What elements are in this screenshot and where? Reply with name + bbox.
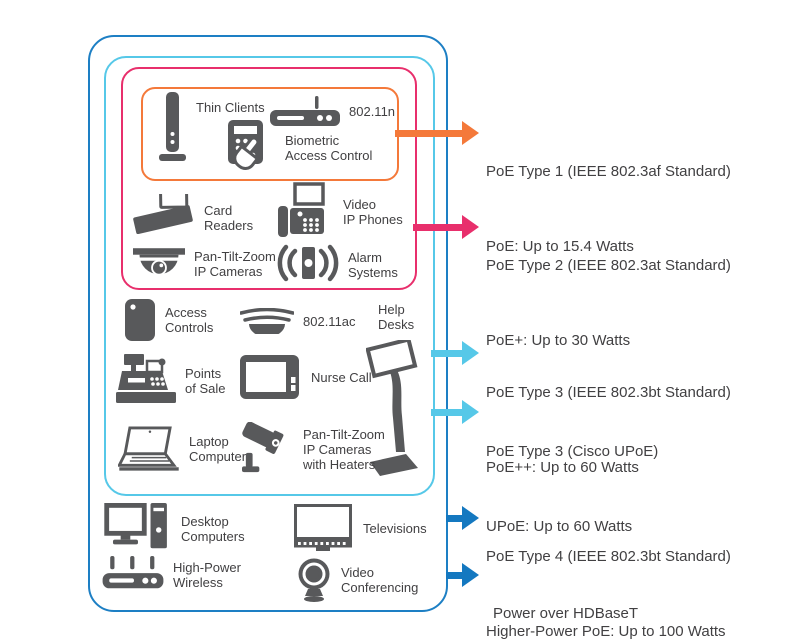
poe-label-title: PoE Type 3 (IEEE 802.3bt Standard) xyxy=(486,384,731,401)
device-label: 802.11ac xyxy=(303,313,356,329)
wireless-access-point-icon xyxy=(240,308,294,334)
cash-register-icon xyxy=(116,354,176,403)
poe-type3-upoe-label: PoE Type 3 (Cisco UPoE) UPoE: Up to 60 W… xyxy=(486,389,658,589)
arrow-head-icon xyxy=(462,563,479,587)
biometric-keypad-icon xyxy=(228,120,263,170)
access-panel-icon xyxy=(125,299,155,341)
device-video-ip-phones: Video IP Phones xyxy=(278,182,403,242)
poe-label-detail: PoE+: Up to 30 Watts xyxy=(486,332,631,349)
poe-type3-upoe-arrow xyxy=(431,400,479,424)
poe-type3-zone-box xyxy=(104,56,435,496)
poe-label-title: PoE Type 2 (IEEE 802.3at Standard) xyxy=(486,257,731,274)
device-points-of-sale: Points of Sale xyxy=(116,354,225,408)
poe-type4-arrow xyxy=(446,506,479,530)
help-desk-kiosk-icon xyxy=(366,340,418,476)
device-label: Points of Sale xyxy=(185,366,226,396)
poe-label-title: Power over HDBaseT xyxy=(493,605,639,622)
poe-type4-label: PoE Type 4 (IEEE 802.3bt Standard) Highe… xyxy=(486,494,731,644)
device-thin-clients: Thin Clients xyxy=(158,92,265,168)
webcam-icon xyxy=(298,558,330,602)
device-label: Video IP Phones xyxy=(343,197,403,227)
device-nurse-call: Nurse Call xyxy=(240,354,372,400)
device-televisions: Televisions xyxy=(294,504,427,552)
device-label: Televisions xyxy=(363,520,427,536)
device-card-readers: Card Readers xyxy=(133,194,253,242)
poe-label-title: PoE Type 1 (IEEE 802.3af Standard) xyxy=(486,163,731,180)
poe-label-detail: PoE++: Up to 60 Watts xyxy=(486,459,639,476)
device-label: Nurse Call xyxy=(311,369,372,385)
poe-type4-zone-box xyxy=(88,35,448,612)
device-label: Alarm Systems xyxy=(348,250,398,280)
device-label: Card Readers xyxy=(204,203,254,233)
poe-label-title: PoE Type 3 (Cisco UPoE) xyxy=(486,443,659,460)
arrow-head-icon xyxy=(462,121,479,145)
poe-type3-label: PoE Type 3 (IEEE 802.3bt Standard) PoE++… xyxy=(486,330,731,530)
laptop-icon xyxy=(118,426,179,471)
device-access-controls: Access Controls xyxy=(124,298,213,342)
device-label: Thin Clients xyxy=(196,100,265,115)
poe-type1-label: PoE Type 1 (IEEE 802.3af Standard) PoE: … xyxy=(486,109,731,309)
device-label: Video Conferencing xyxy=(341,565,419,595)
video-ip-phone-icon xyxy=(278,182,325,237)
high-power-wireless-router-icon xyxy=(102,556,164,589)
bullet-camera-icon xyxy=(242,422,284,473)
device-alarm-systems: Alarm Systems xyxy=(277,244,398,286)
device-label: Access Controls xyxy=(165,305,214,335)
device-biometric-access-control: Biometric Access Control xyxy=(228,120,372,176)
device-desktop-computers: Desktop Computers xyxy=(104,503,245,555)
poe-label-detail: Higher-Power PoE: Up to 100 Watts xyxy=(486,623,726,640)
card-reader-icon xyxy=(133,194,193,235)
device-label: Desktop Computers xyxy=(181,514,245,544)
arrow-head-icon xyxy=(462,215,479,239)
arrow-head-icon xyxy=(462,341,479,365)
alarm-siren-icon xyxy=(277,244,339,282)
poe-type1-arrow xyxy=(395,121,479,145)
poh-hdbaset-arrow xyxy=(446,563,479,587)
device-high-power-wireless: High-Power Wireless xyxy=(102,556,241,594)
wireless-router-icon xyxy=(270,96,340,126)
device-wifi-ac: 802.11ac xyxy=(240,308,356,334)
desktop-computer-icon xyxy=(104,503,167,549)
poe-label-title: PoE Type 4 (IEEE 802.3bt Standard) xyxy=(486,548,731,565)
device-label: Pan-Tilt-Zoom IP Cameras xyxy=(194,249,276,279)
device-label: Biometric Access Control xyxy=(285,133,373,163)
poe-type2-label: PoE Type 2 (IEEE 802.3at Standard) PoE+:… xyxy=(486,203,731,403)
poe-label-detail: PoE: Up to 15.4 Watts xyxy=(486,238,634,255)
device-wifi-n: 802.11n xyxy=(270,96,395,126)
device-label: High-Power Wireless xyxy=(173,560,241,590)
television-icon xyxy=(294,504,352,551)
poe-type3-arrow xyxy=(431,341,479,365)
device-laptop-computers: Laptop Computers xyxy=(118,426,253,472)
poh-hdbaset-label: Power over HDBaseT PoH: Up to 100 Watts xyxy=(486,551,638,644)
device-label: Pan-Tilt-Zoom IP Cameras with Heaters xyxy=(303,426,385,472)
nurse-call-terminal-icon xyxy=(240,355,299,399)
poe-type2-arrow xyxy=(413,215,479,239)
arrow-head-icon xyxy=(462,400,479,424)
device-ptz-ip-cameras-heaters: Pan-Tilt-Zoom IP Cameras with Heaters xyxy=(242,422,385,476)
device-video-conferencing: Video Conferencing xyxy=(296,558,418,602)
dome-camera-icon xyxy=(133,248,185,276)
arrow-head-icon xyxy=(462,506,479,530)
device-label: Laptop Computers xyxy=(189,434,253,464)
thin-client-icon xyxy=(159,92,186,161)
device-help-desks-label: Help Desks xyxy=(378,302,415,332)
poe-type2-zone-box xyxy=(121,67,417,290)
device-label: 802.11n xyxy=(349,103,396,119)
poe-label-detail: UPoE: Up to 60 Watts xyxy=(486,518,633,535)
device-ptz-ip-cameras: Pan-Tilt-Zoom IP Cameras xyxy=(133,246,276,282)
